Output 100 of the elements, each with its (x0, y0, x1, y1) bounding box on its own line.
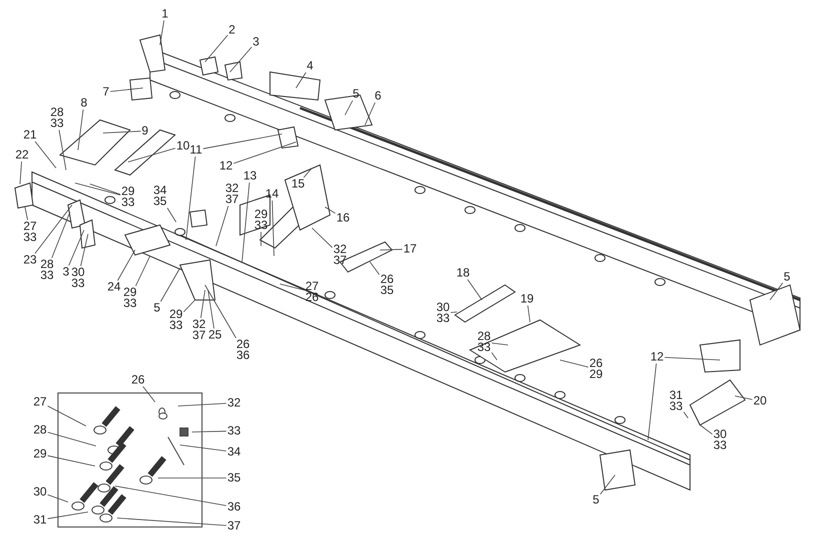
leader-line (47, 432, 96, 446)
leader-line (216, 206, 229, 246)
callout-number: 30 (436, 302, 450, 313)
callout-number: 28 (33, 424, 47, 436)
leader-line (34, 204, 72, 254)
callout-number: 31 (669, 390, 683, 401)
callout-number: 32 (333, 244, 347, 255)
callout-number: 33 (477, 342, 491, 353)
leader-line (114, 486, 227, 506)
leader-line (78, 109, 84, 150)
leader-line (664, 357, 720, 360)
leader-line (34, 141, 56, 168)
leader-line (312, 228, 333, 248)
callout-number: 28 (40, 259, 54, 270)
callout-number: 7 (102, 86, 110, 98)
leader-line (600, 474, 616, 495)
callout-number: 33 (436, 313, 450, 324)
callout-number: 16 (336, 212, 350, 224)
leader-line (160, 20, 164, 46)
leader-line (128, 148, 176, 162)
callout-number: 5 (592, 494, 600, 506)
callout-number: 26 (236, 339, 250, 350)
leader-line (51, 212, 70, 258)
leader-line (324, 206, 336, 214)
callout-number: 28 (50, 107, 64, 118)
leader-line (192, 430, 227, 432)
leader-line (272, 200, 274, 256)
callout-number: 34 (227, 446, 241, 458)
callout-number: 11 (190, 144, 202, 156)
callout-number: 33 (50, 118, 64, 129)
callout-number: 36 (236, 350, 250, 361)
leader-line (58, 130, 66, 170)
callout-number: 5 (784, 272, 790, 282)
leader-line (142, 386, 156, 402)
callout-number: 5 (154, 302, 160, 314)
callout-number: 33 (40, 270, 54, 281)
leader-line (344, 100, 353, 116)
callout-number: 35 (227, 472, 241, 484)
leader-line (242, 182, 250, 262)
callout-number: 13 (243, 170, 257, 182)
leader-line (204, 284, 236, 338)
callout-number: 8 (80, 98, 88, 108)
callout-number: 3 (252, 36, 260, 48)
callout-number: 30 (71, 267, 85, 278)
callout-number: 35 (380, 285, 394, 296)
callout-number: 33 (169, 320, 183, 331)
callout-number: 37 (333, 255, 347, 266)
callout-number: 34 (153, 185, 167, 196)
leader-line (20, 161, 22, 184)
leader-line (80, 234, 88, 266)
leader-line (208, 290, 214, 329)
callout-number: 33 (123, 298, 137, 309)
callout-number: 19 (520, 294, 534, 304)
callout-number: 12 (650, 352, 664, 362)
leader-line (180, 444, 227, 452)
callout-number: 31 (33, 514, 47, 526)
callout-number: 29 (33, 448, 47, 460)
leader-line (467, 279, 482, 300)
callout-number: 30 (33, 486, 47, 498)
callout-number: 10 (176, 140, 190, 152)
callout-number: 33 (713, 440, 727, 451)
callout-number: 4 (306, 60, 314, 72)
callout-number: 33 (669, 401, 683, 412)
leader-line (491, 342, 508, 346)
leader-line (204, 34, 228, 62)
callout-number: 12 (219, 160, 233, 172)
leader-line (68, 230, 84, 266)
callout-number: 2 (228, 24, 236, 36)
leader-line (450, 312, 458, 313)
leader-line (683, 412, 688, 418)
callout-number: 27 (23, 221, 37, 232)
leader-line (770, 282, 784, 300)
leader-line (200, 290, 206, 318)
leader-line (296, 72, 306, 88)
callout-number: 33 (227, 426, 241, 436)
callout-number: 29 (589, 369, 603, 380)
callout-number: 29 (169, 309, 183, 320)
leader-line (183, 300, 196, 312)
callout-number: 35 (153, 196, 167, 207)
callout-number: 23 (23, 254, 37, 266)
callout-number: 6 (374, 90, 382, 102)
callout-number: 33 (71, 278, 85, 289)
leader-line (491, 352, 498, 360)
callout-number: 26 (380, 274, 394, 285)
leader-line (90, 184, 121, 195)
callout-number: 37 (225, 194, 239, 205)
callout-number: 14 (265, 188, 279, 200)
leader-line (370, 262, 380, 275)
leader-line (527, 305, 530, 322)
callout-number: 3 (62, 266, 70, 278)
callout-number: 32 (227, 398, 241, 408)
callout-number: 33 (121, 197, 135, 208)
leader-line (135, 256, 150, 286)
leader-line (648, 363, 657, 440)
leader-line (116, 518, 227, 526)
callout-number: 25 (208, 330, 222, 340)
callout-number: 18 (456, 268, 470, 278)
leader-line (117, 250, 136, 281)
callout-number: 22 (15, 150, 29, 160)
leader-line (700, 424, 713, 435)
